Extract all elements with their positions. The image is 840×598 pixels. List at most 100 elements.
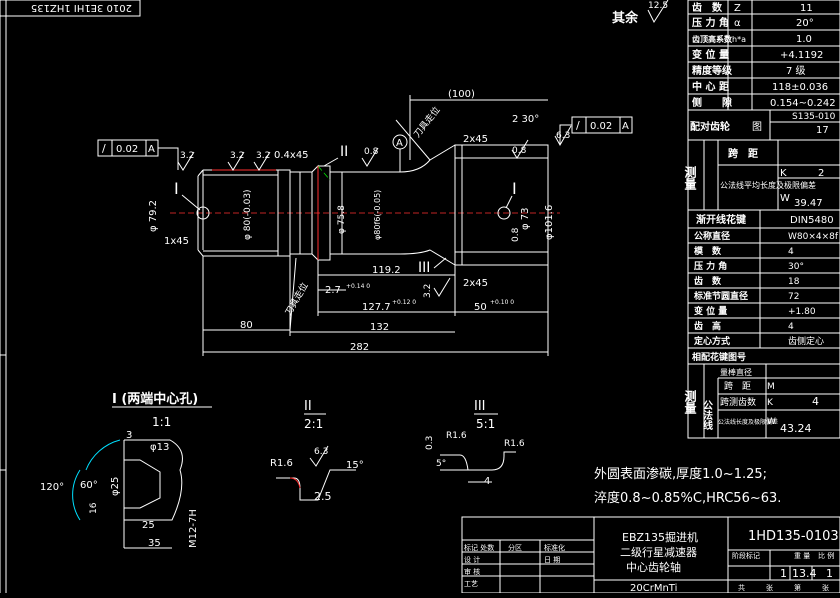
dim-1x45: 1x45 xyxy=(164,236,189,247)
dim-100: (100) xyxy=(448,89,475,100)
tech-notes: 外圆表面渗碳,厚度1.0~1.25; 淬度0.8~0.85%C,HRC56~63… xyxy=(594,466,781,506)
dim-1192: 119.2 xyxy=(372,265,401,276)
pair-teeth: 17 xyxy=(816,125,829,136)
dim-dia-101: φ101.6 xyxy=(544,205,555,240)
detail-II-ra63: 6.3 xyxy=(314,447,328,457)
detail-I: I (两端中心孔) 1:1 120° 60° φ13 φ25 3 16 25 3… xyxy=(40,391,212,549)
spline-row-label: 变 位 量 xyxy=(694,305,727,317)
tb-total: 共 xyxy=(738,583,745,592)
spline-row-value: 18 xyxy=(788,277,800,287)
dim-50-tol: +0.10 0 xyxy=(490,299,514,306)
ra-32a: 3.2 xyxy=(180,151,194,161)
detail-I-a60: 60° xyxy=(80,480,98,491)
detail-III-title: III xyxy=(474,399,486,414)
ra-32c: 3.2 xyxy=(256,151,270,161)
spline-measure-group: 测量 xyxy=(683,389,697,414)
detail-II-a15: 15° xyxy=(346,460,364,471)
gear-row-val: 118±0.036 xyxy=(772,82,828,93)
spline-count-sym: K xyxy=(767,398,774,408)
measure-k: 2 xyxy=(818,168,824,179)
tb-no: 第 xyxy=(794,583,801,592)
dim-230: 2 30° xyxy=(512,114,539,125)
dim-04x45: 0.4x45 xyxy=(274,150,309,161)
detail-I-a120: 120° xyxy=(40,482,64,493)
spline-row-label: 模 数 xyxy=(694,245,722,257)
tol-frame-left: / 0.02 A xyxy=(97,139,179,170)
detail-I-title: I (两端中心孔) xyxy=(112,391,198,407)
tb-label: 设 计 xyxy=(464,555,480,564)
detail-I-thread: M12-7H xyxy=(188,509,199,548)
measure-w: 39.47 xyxy=(794,198,823,209)
pair-code: S135-010 xyxy=(792,112,836,122)
drawing-frame: 2010 3E1HI 1HZ135 xyxy=(0,0,141,593)
gear-row-val: 20° xyxy=(796,18,814,29)
detail-I-d13: φ13 xyxy=(150,442,169,453)
gear-row-label: 齿顶高系数 xyxy=(692,34,733,44)
spline-row-label: 标准节圆直径 xyxy=(693,290,748,302)
measure-w-label: 公法线平均长度及极限偏差 xyxy=(720,180,816,190)
dim-dia-758: φ 75.8 xyxy=(337,205,347,234)
top-left-stamp: 2010 3E1HI 1HZ135 xyxy=(31,2,132,13)
detail-III-a5: 5° xyxy=(436,459,446,469)
tb-part: 中心齿轮轴 xyxy=(626,560,681,574)
measure-w-sym: W xyxy=(780,193,790,204)
dim-2x45b: 2x45 xyxy=(463,278,488,289)
spline-w-sym: W xyxy=(767,417,776,427)
note-line-1: 外圆表面渗碳,厚度1.0~1.25; xyxy=(594,466,767,482)
spline-rod-label: 量棒直径 xyxy=(720,367,752,377)
gear-row-label: 精度等级 xyxy=(692,64,733,77)
dim-2x45a: 2x45 xyxy=(463,134,488,145)
detail-III-d4: 4 xyxy=(484,476,490,487)
dim-132: 132 xyxy=(370,322,389,333)
detail-II-r16: R1.6 xyxy=(270,458,293,469)
spline-row-value: 72 xyxy=(788,292,799,302)
detail-III-d03: 0.3 xyxy=(425,436,435,450)
section-I-right: I xyxy=(512,179,517,198)
tb-scale: 1 xyxy=(780,567,787,580)
dim-282: 282 xyxy=(350,342,369,353)
tol-right-val: 0.02 xyxy=(590,121,612,132)
dim-1277: 127.7 xyxy=(362,302,391,313)
tb-scale-label: 比 例 xyxy=(818,551,834,560)
detail-II-d25: 2.5 xyxy=(314,490,332,503)
pair-col2: 图 xyxy=(752,121,762,133)
roughness-other: 其余 12.5 xyxy=(612,0,669,26)
tb-weight-label: 重 量 xyxy=(794,552,810,560)
dim-dia-80: φ 80(-0.03) xyxy=(243,189,253,240)
tb-label: 分区 xyxy=(508,543,522,552)
dimensions: (100) 2 30° 2x45 2x45 1x45 0.4x45 119.2 … xyxy=(148,89,555,356)
detail-III-r16a: R1.6 xyxy=(446,431,467,441)
detail-III: III 5:1 R1.6 R1.6 0.3 5° 4 xyxy=(425,399,525,487)
dim-27: 2.7 xyxy=(325,285,341,296)
tb-assembly: 二级行星减速器 xyxy=(620,546,697,559)
dim-dia-792: φ 79.2 xyxy=(148,200,159,232)
title-block: 标记 处数 设 计 审 核 工艺 分区 标准化 日 期 EBZ135掘进机 二级… xyxy=(461,516,840,594)
detail-I-scale: 1:1 xyxy=(152,415,171,429)
note-line-2: 淬度0.8~0.85%C,HRC56~63. xyxy=(594,490,781,506)
dim-dia-73: φ 73 xyxy=(520,208,531,231)
tol-frame-right: / 0.02 A xyxy=(559,116,633,145)
dim-dia-80b: φ80f6(-0.05) xyxy=(373,190,382,240)
spline-mate-label: 相配花键图号 xyxy=(692,351,746,363)
detail-II: II 2:1 R1.6 6.3 15° 2.5 xyxy=(270,399,364,503)
gear-row-label: 齿 数 xyxy=(692,1,723,14)
ra-08b: 0.8 xyxy=(512,146,527,156)
detail-II-title: II xyxy=(304,399,312,414)
roughness-marks: 3.2 3.2 3.2 0.8 0.8 6.3 3.2 xyxy=(177,125,572,298)
tool-path-leaders: 刀具走位 刀具走位 xyxy=(282,104,443,331)
tol-left-ref: A xyxy=(148,144,155,155)
leader-label-bottom: 刀具走位 xyxy=(282,280,310,317)
spline-span-label: 跨 距 xyxy=(724,381,751,392)
gear-row-label: 压 力 角 xyxy=(692,16,729,29)
detail-I-d16: 16 xyxy=(89,502,99,514)
spline-span-sym: M xyxy=(767,382,775,392)
section-III: III xyxy=(418,260,430,276)
spline-row-label: 定心方式 xyxy=(693,335,730,347)
tol-left-sym: / xyxy=(102,142,106,155)
spline-row-label: 齿 高 xyxy=(694,320,721,332)
measure-group: 测量 xyxy=(683,165,697,190)
measure-w-label-text: 公法线平均长度及极限偏差 xyxy=(720,180,816,190)
datum-A: A xyxy=(396,138,403,149)
